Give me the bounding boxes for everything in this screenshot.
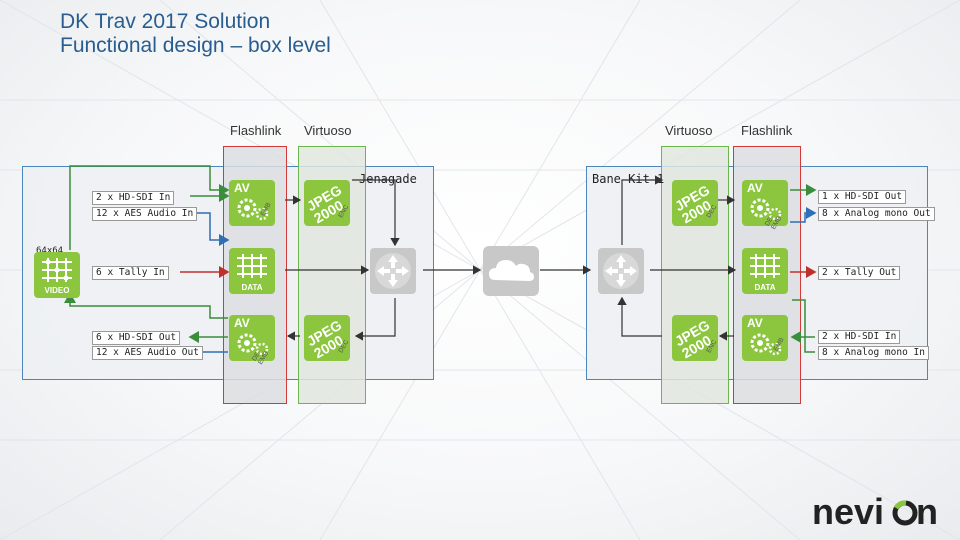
right-flashlink-label: Flashlink bbox=[741, 123, 793, 138]
left-hd-sdi-in-port: 2 x HD-SDI In bbox=[92, 191, 175, 205]
right-av-embedder-tile: AV EMB bbox=[742, 315, 788, 361]
av-gear-icon bbox=[750, 198, 782, 221]
right-av-top-label: AV bbox=[747, 181, 763, 195]
right-av-bottom-label: AV bbox=[747, 316, 763, 330]
jenagade-label: Jenagade bbox=[359, 172, 417, 186]
right-hd-sdi-out-port: 1 x HD-SDI Out bbox=[818, 190, 907, 204]
svg-text:n: n bbox=[916, 494, 938, 530]
left-virtuoso-label: Virtuoso bbox=[304, 123, 352, 138]
network-cloud-tile bbox=[483, 246, 539, 296]
left-jpeg2000-decoder-tile: JPEG 2000 DEC bbox=[304, 315, 350, 361]
matrix-icon bbox=[42, 258, 72, 282]
av-gear-icon bbox=[237, 198, 269, 221]
video-matrix-tile: VIDEO bbox=[34, 252, 80, 298]
router-arrows-icon bbox=[603, 253, 639, 289]
right-tally-out-port: 2 x Tally Out bbox=[818, 266, 901, 280]
data-icon bbox=[750, 254, 780, 278]
right-analog-out-port: 8 x Analog mono Out bbox=[818, 207, 935, 221]
left-av-bottom-label: AV bbox=[234, 316, 250, 330]
router-arrows-icon bbox=[375, 253, 411, 289]
right-router-tile bbox=[598, 248, 644, 294]
bane-kit-label: Bane Kit 1 bbox=[592, 172, 665, 186]
left-tally-in-port: 6 x Tally In bbox=[92, 266, 169, 280]
right-analog-in-port: 8 x Analog mono In bbox=[818, 346, 929, 360]
nevion-logo: nevi n bbox=[812, 491, 942, 532]
right-av-deembedder-tile: AV DE-EMB bbox=[742, 180, 788, 231]
left-aes-in-port: 12 x AES Audio In bbox=[92, 207, 198, 221]
left-jpeg2000-encoder-tile: JPEG 2000 ENC bbox=[304, 180, 350, 226]
left-flashlink-label: Flashlink bbox=[230, 123, 282, 138]
matrix-video-label: VIDEO bbox=[44, 286, 70, 295]
left-data-label: DATA bbox=[241, 283, 263, 292]
right-data-tile: DATA bbox=[742, 248, 788, 294]
left-av-embedder-tile: AV EMB bbox=[229, 180, 275, 226]
nevion-logo-mark: nevi n bbox=[812, 491, 938, 532]
data-icon bbox=[237, 254, 267, 278]
left-av-label: AV bbox=[234, 181, 250, 195]
cloud-icon bbox=[489, 260, 534, 281]
left-hd-sdi-out-port: 6 x HD-SDI Out bbox=[92, 331, 181, 345]
svg-text:nevi: nevi bbox=[812, 494, 884, 530]
left-data-tile: DATA bbox=[229, 248, 275, 294]
slide-title: DK Trav 2017 Solution Functional design … bbox=[60, 10, 331, 58]
left-aes-out-port: 12 x AES Audio Out bbox=[92, 346, 203, 360]
left-av-deembedder-tile: AV DE-EMB bbox=[229, 315, 275, 366]
title-line-2: Functional design – box level bbox=[60, 34, 331, 57]
right-hd-sdi-in-port: 2 x HD-SDI In bbox=[818, 330, 901, 344]
matrix-size-label: 64x64 bbox=[36, 246, 64, 256]
left-router-tile bbox=[370, 248, 416, 294]
right-jpeg2000-encoder-tile: JPEG 2000 ENC bbox=[672, 315, 718, 361]
av-gear-icon bbox=[750, 333, 782, 356]
title-line-1: DK Trav 2017 Solution bbox=[60, 10, 271, 33]
right-data-label: DATA bbox=[754, 283, 776, 292]
right-jpeg2000-decoder-tile: JPEG 2000 DEC bbox=[672, 180, 718, 226]
right-virtuoso-label: Virtuoso bbox=[665, 123, 713, 138]
av-gear-icon bbox=[237, 333, 269, 356]
